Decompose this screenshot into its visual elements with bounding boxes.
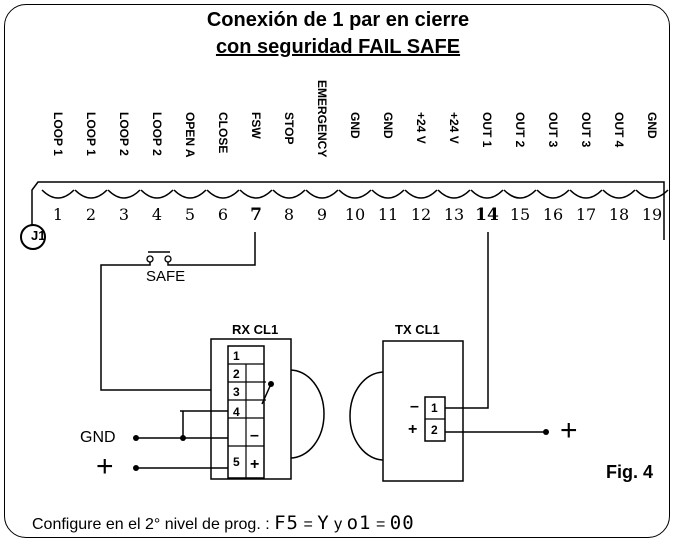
diagram-frame xyxy=(4,4,670,538)
terminal-scallop-13 xyxy=(437,189,471,199)
terminal-number-14: 14 xyxy=(475,205,499,225)
terminal-scallop-3 xyxy=(107,189,141,199)
terminal-scallop-17 xyxy=(569,189,603,199)
safe-contact-right xyxy=(164,255,172,263)
footer-text: Configure en el 2° nivel de prog. : xyxy=(32,516,270,533)
terminal-scallop-6 xyxy=(206,189,240,199)
terminal-scallop-1 xyxy=(41,189,75,199)
terminal-scallop-19 xyxy=(635,189,669,199)
terminal-number-17: 17 xyxy=(575,205,597,224)
terminal-scallop-2 xyxy=(74,189,108,199)
j1-badge xyxy=(20,224,46,250)
terminal-number-5: 5 xyxy=(184,205,196,224)
rx-terminal-5: 5 xyxy=(233,455,240,469)
diagram-subtitle: con seguridad FAIL SAFE xyxy=(215,36,461,58)
terminal-block-outline xyxy=(31,181,665,240)
figure-label: Fig. 4 xyxy=(606,462,654,482)
terminal-number-4: 4 xyxy=(151,205,163,224)
rx-terminal-1: 1 xyxy=(233,349,240,363)
terminal-number-12: 12 xyxy=(410,205,432,224)
fs-value: Y xyxy=(317,512,330,534)
tx-wire-out14 xyxy=(445,232,489,409)
plus-dot-right xyxy=(543,429,549,435)
tx-minus-sign: – xyxy=(410,398,419,415)
footer-eq2: = xyxy=(375,516,386,533)
terminal-number-8: 8 xyxy=(283,205,295,224)
tx-terminal-2: 2 xyxy=(431,423,438,437)
o1-code: o1 xyxy=(346,512,372,534)
terminal-scallop-16 xyxy=(536,189,570,199)
rx-relay-contact xyxy=(261,383,272,405)
safe-contact-left xyxy=(146,255,154,263)
tx-label: TX CL1 xyxy=(395,322,440,337)
terminal-number-18: 18 xyxy=(608,205,630,224)
tx-terminal-1: 1 xyxy=(431,401,438,415)
footer-note: Configure en el 2° nivel de prog. : F5 =… xyxy=(32,512,415,534)
terminal-scallop-14 xyxy=(470,189,504,199)
terminal-scallop-5 xyxy=(173,189,207,199)
terminal-number-11: 11 xyxy=(377,205,399,224)
rx-terminal-2: 2 xyxy=(233,367,240,381)
safe-label: SAFE xyxy=(146,268,186,285)
terminal-number-7: 7 xyxy=(250,205,262,225)
terminal-number-1: 1 xyxy=(52,205,64,224)
terminal-scallop-12 xyxy=(404,189,438,199)
rx-label: RX CL1 xyxy=(232,322,279,337)
plus-left: + xyxy=(96,450,114,483)
rx-lens xyxy=(289,369,325,459)
terminal-scallop-7 xyxy=(239,189,273,199)
terminal-number-19: 19 xyxy=(641,205,663,224)
terminal-scallop-10 xyxy=(338,189,372,199)
plus-right: + xyxy=(560,414,578,447)
terminal-scallop-4 xyxy=(140,189,174,199)
rx-terminal-4: 4 xyxy=(233,405,240,419)
terminal-scallop-15 xyxy=(503,189,537,199)
terminal-number-3: 3 xyxy=(118,205,130,224)
terminal-scallops xyxy=(41,189,669,199)
tx-plus-sign: + xyxy=(408,421,418,438)
terminal-scallop-8 xyxy=(272,189,306,199)
o1-value: 00 xyxy=(389,512,415,534)
terminal-number-16: 16 xyxy=(542,205,564,224)
rx-plus-sign: + xyxy=(250,456,260,473)
fs-code: F5 xyxy=(274,512,299,534)
terminal-number-10: 10 xyxy=(344,205,366,224)
terminal-number-6: 6 xyxy=(217,205,229,224)
footer-eq1: = xyxy=(303,516,313,533)
rx-minus-sign: – xyxy=(250,427,259,444)
j1-label: J1 xyxy=(31,228,46,243)
terminal-number-9: 9 xyxy=(316,205,328,224)
footer-conj: y xyxy=(334,516,343,533)
diagram-title: Conexión de 1 par en cierre xyxy=(206,9,470,31)
terminal-number-2: 2 xyxy=(85,205,97,224)
terminal-scallop-9 xyxy=(305,189,339,199)
terminal-scallop-18 xyxy=(602,189,636,199)
safe-wire xyxy=(167,232,256,266)
terminal-scallop-11 xyxy=(371,189,405,199)
terminal-number-15: 15 xyxy=(509,205,531,224)
rx-terminal-3: 3 xyxy=(233,385,240,399)
gnd-label: GND xyxy=(80,429,116,446)
safe-wire-left xyxy=(100,258,228,391)
terminal-number-13: 13 xyxy=(443,205,465,224)
tx-housing xyxy=(382,340,464,482)
tx-lens xyxy=(349,371,385,461)
